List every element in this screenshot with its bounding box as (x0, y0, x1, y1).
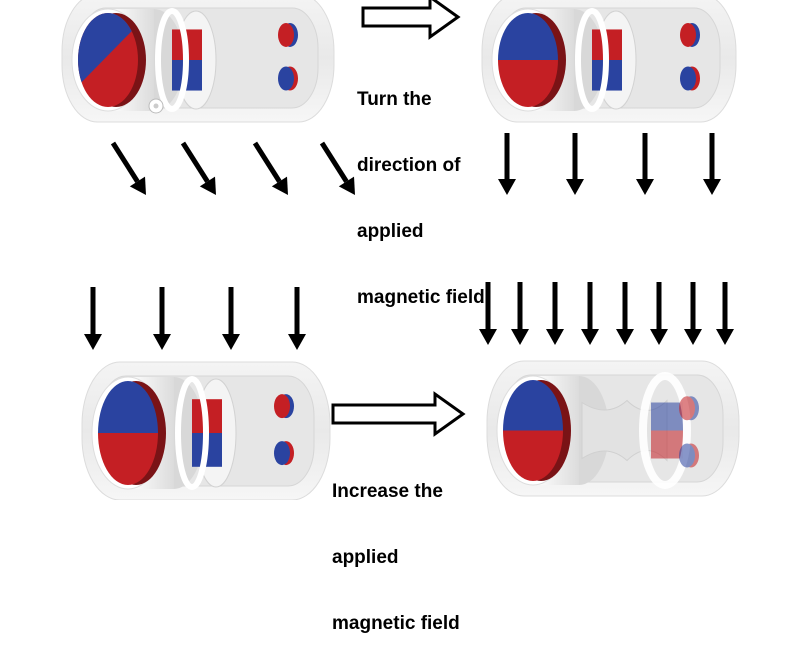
small-magnet-face (274, 441, 290, 466)
arrow-head (716, 329, 734, 345)
arrow-head (703, 179, 721, 195)
arrow-shaft (319, 141, 349, 183)
small-magnet-face (278, 22, 294, 47)
middle-magnet (651, 402, 683, 459)
label-line: Increase the (332, 481, 443, 502)
small-magnet-face (278, 66, 294, 91)
middle-ring-front (575, 8, 609, 112)
arrow-shaft (110, 141, 140, 183)
field-arrow-top-left (110, 141, 146, 195)
device-bottom-right (486, 360, 740, 497)
field-arrow-bottom-right (684, 282, 702, 345)
field-arrow-top-right (566, 133, 584, 195)
field-arrow-bottom-right (546, 282, 564, 345)
label-line: Turn the (357, 89, 432, 110)
field-arrow-top-right (703, 133, 721, 195)
arrow-head (338, 176, 355, 195)
arrow-head (684, 329, 702, 345)
middle-ring-front (155, 8, 189, 112)
small-magnet-face (274, 394, 290, 419)
field-arrow-bottom-left (153, 287, 171, 350)
small-magnet-face (679, 396, 695, 421)
arrow-head (84, 334, 102, 350)
small-magnet-lower (679, 443, 699, 468)
field-arrow-top-right (636, 133, 654, 195)
rotor-magnet (98, 381, 166, 485)
small-magnet-lower (278, 66, 298, 91)
label-line: magnetic field (357, 287, 485, 308)
small-magnet-upper (680, 22, 700, 47)
label-line: direction of (357, 155, 461, 176)
field-arrow-bottom-right (479, 282, 497, 345)
label-line: applied (332, 547, 399, 568)
arrow-head (511, 329, 529, 345)
arrow-head (288, 334, 306, 350)
field-arrow-bottom-left (222, 287, 240, 350)
field-arrow-bottom-right (581, 282, 599, 345)
magnetic-actuator-diagram (61, 0, 740, 500)
field-arrow-top-left (319, 141, 355, 195)
arrow-head (498, 179, 516, 195)
rotor-magnet (498, 13, 566, 107)
arrow-head (479, 329, 497, 345)
device-bottom-left (81, 361, 331, 500)
arrow-head (199, 176, 216, 195)
arrow-head (566, 179, 584, 195)
label-line: applied (357, 221, 424, 242)
transition-arrow-increase (331, 391, 466, 437)
arrow-head (636, 179, 654, 195)
arrow-shaft (180, 141, 210, 183)
device-top-right (481, 0, 737, 123)
arrow-head (153, 334, 171, 350)
middle-magnet-top (651, 402, 683, 431)
transition-label-increase-field: Increase the applied magnetic field (332, 437, 460, 657)
middle-magnet-bottom (651, 430, 683, 459)
small-magnet-lower (274, 441, 294, 466)
north-pole-half (78, 13, 138, 86)
arrow-outline (361, 0, 461, 40)
arrow-head (546, 329, 564, 345)
arrow-head (271, 176, 288, 195)
small-magnet-face (679, 443, 695, 468)
small-magnet-upper (274, 394, 294, 419)
field-arrow-bottom-right (511, 282, 529, 345)
middle-ring-front (175, 376, 209, 490)
small-magnet-upper (278, 22, 298, 47)
small-magnet-face (680, 66, 696, 91)
field-arrow-bottom-right (616, 282, 634, 345)
transition-label-turn-direction: Turn the direction of applied magnetic f… (357, 45, 485, 331)
device-top-left (61, 0, 335, 123)
field-arrow-top-left (252, 141, 288, 195)
arrow-head (650, 329, 668, 345)
field-arrow-bottom-left (288, 287, 306, 350)
middle-ring (639, 372, 691, 489)
transition-arrow-turn (361, 0, 461, 40)
rotor-magnet (503, 380, 571, 481)
small-magnet-lower (680, 66, 700, 91)
arrow-outline (331, 391, 466, 437)
label-line: magnetic field (332, 613, 460, 634)
rotor-magnet (78, 13, 146, 107)
arrow-head (581, 329, 599, 345)
field-arrow-bottom-right (716, 282, 734, 345)
field-arrow-top-right (498, 133, 516, 195)
pivot-hole (153, 103, 159, 109)
field-arrow-top-left (180, 141, 216, 195)
arrow-shaft (252, 141, 282, 183)
arrow-head (616, 329, 634, 345)
arrow-head (129, 176, 146, 195)
arrow-head (222, 334, 240, 350)
field-arrow-bottom-right (650, 282, 668, 345)
small-magnet-face (680, 22, 696, 47)
field-arrow-bottom-left (84, 287, 102, 350)
small-magnet-upper (679, 396, 699, 421)
